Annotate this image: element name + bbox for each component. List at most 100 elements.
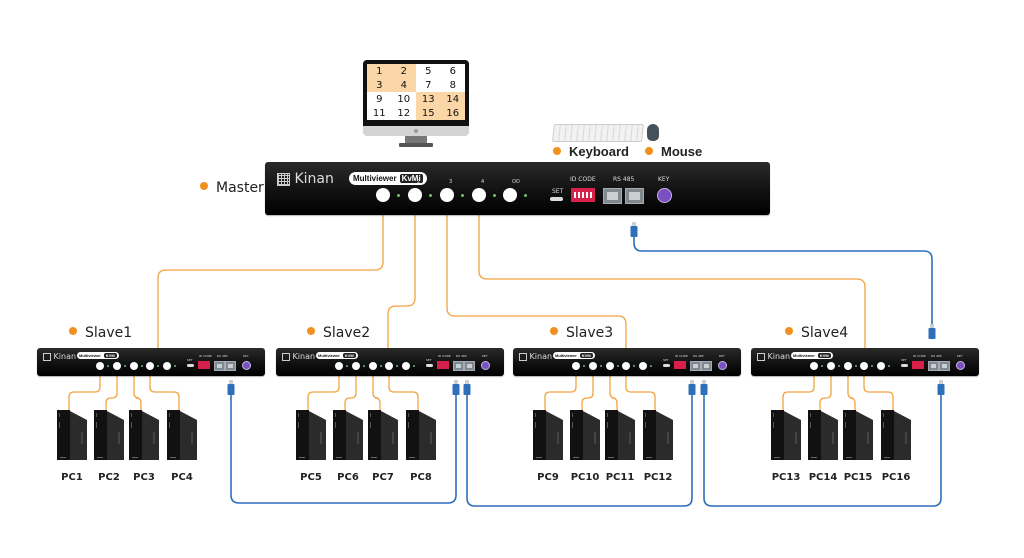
slave-video-port-1[interactable]	[810, 362, 818, 370]
master-video-port-5[interactable]	[503, 188, 517, 202]
status-led	[633, 365, 635, 367]
slave-id-code-switch[interactable]	[437, 361, 449, 369]
slave-rs485-port-1[interactable]	[214, 361, 225, 371]
master-key-port[interactable]	[657, 188, 672, 203]
video-cable-slave-pc	[847, 370, 856, 412]
slave-video-port-4[interactable]	[860, 362, 868, 370]
slave-video-port-4[interactable]	[146, 362, 154, 370]
slave-set-button[interactable]	[901, 364, 908, 367]
master-rs485-label: RS 485	[613, 176, 635, 183]
slave-video-port-1[interactable]	[572, 362, 580, 370]
pc-tower-icon	[333, 410, 363, 462]
pc-label: PC9	[537, 472, 559, 483]
slave-rs485-port-2[interactable]	[225, 361, 236, 371]
slave-video-port-2[interactable]	[827, 362, 835, 370]
master-video-port-1[interactable]	[376, 188, 390, 202]
master-id-code-switch[interactable]	[571, 188, 595, 202]
slave-rs485-port-2[interactable]	[464, 361, 475, 371]
slave-video-port-5[interactable]	[163, 362, 171, 370]
master-set-label: SET	[552, 188, 564, 195]
pc-label: PC13	[771, 472, 801, 483]
pc-label: PC5	[300, 472, 322, 483]
status-led	[346, 365, 348, 367]
monitor-cell: 6	[449, 65, 456, 77]
status-led	[600, 365, 602, 367]
slave-model-text: Multiviewer	[79, 353, 101, 358]
slave-video-port-2[interactable]	[589, 362, 597, 370]
slave-video-port-5[interactable]	[877, 362, 885, 370]
slave-set-button[interactable]	[187, 364, 194, 367]
mouse-icon	[647, 124, 659, 141]
monitor-cell: 12	[397, 107, 411, 119]
slave-set-label: SET	[426, 358, 432, 362]
master-model-badge: KvMi	[399, 174, 423, 183]
slave-brand-logo: Kinan	[757, 352, 790, 361]
master-set-button[interactable]	[550, 197, 563, 201]
monitor-cell: 15	[416, 106, 441, 120]
slave-model-badge: KVM	[342, 353, 356, 358]
master-label-row: Master	[200, 180, 264, 196]
slave-set-button[interactable]	[663, 364, 670, 367]
pc-tower-icon	[605, 410, 635, 462]
monitor-cell: 2	[391, 64, 416, 78]
video-cable-slave-pc	[307, 370, 340, 412]
slave-key-port[interactable]	[242, 361, 251, 370]
slave-video-port-1[interactable]	[96, 362, 104, 370]
pc-tower-icon	[57, 410, 87, 462]
slave-video-port-3[interactable]	[369, 362, 377, 370]
video-cable-slave-pc	[68, 370, 101, 412]
video-cable-slave-pc	[388, 370, 419, 412]
pc-tower-icon	[406, 410, 436, 462]
slave-id-code-switch[interactable]	[198, 361, 210, 369]
slave-rs485-label: RS 485	[217, 354, 228, 358]
slave-video-port-3[interactable]	[130, 362, 138, 370]
slave-video-port-2[interactable]	[352, 362, 360, 370]
slave-rs485-port-1[interactable]	[690, 361, 701, 371]
slave-rs485-port-1[interactable]	[453, 361, 464, 371]
mouse-label: Mouse	[661, 144, 703, 159]
rj45-plug-icon	[463, 380, 471, 395]
slave-rs485-port-1[interactable]	[928, 361, 939, 371]
slave-set-button[interactable]	[426, 364, 433, 367]
slave-video-port-3[interactable]	[844, 362, 852, 370]
slave-label-row: Slave1	[69, 325, 132, 341]
bullet-dot	[69, 327, 77, 335]
slave-video-port-1[interactable]	[335, 362, 343, 370]
slave-video-port-4[interactable]	[385, 362, 393, 370]
slave-rs485-port-2[interactable]	[939, 361, 950, 371]
slave-video-port-3[interactable]	[606, 362, 614, 370]
slave-model-badge: KVM	[579, 353, 593, 358]
pc-tower-icon	[94, 410, 124, 462]
status-led	[838, 365, 840, 367]
slave-key-port[interactable]	[718, 361, 727, 370]
master-video-port-4[interactable]	[472, 188, 486, 202]
status-led	[413, 365, 415, 367]
slave-brand-name: Kinan	[292, 352, 316, 361]
slave-id-code-switch[interactable]	[912, 361, 924, 369]
master-rs485-port-2[interactable]	[625, 188, 644, 204]
master-port-label: 2	[417, 179, 421, 185]
status-led	[493, 194, 496, 197]
slave-key-port[interactable]	[481, 361, 490, 370]
master-rs485-port-1[interactable]	[603, 188, 622, 204]
slave-video-port-2[interactable]	[113, 362, 121, 370]
slave-video-port-4[interactable]	[622, 362, 630, 370]
master-video-port-3[interactable]	[440, 188, 454, 202]
slave-id-code-switch[interactable]	[674, 361, 686, 369]
slave-rs485-port-2[interactable]	[701, 361, 712, 371]
slave-key-port[interactable]	[956, 361, 965, 370]
video-cable-slave-pc	[819, 370, 832, 412]
master-video-port-2[interactable]	[408, 188, 422, 202]
rj45-plug-icon	[700, 380, 708, 395]
slave-key-label: KEY	[482, 354, 488, 358]
slave-label-row: Slave4	[785, 325, 848, 341]
status-led	[855, 365, 857, 367]
pc-tower-icon	[129, 410, 159, 462]
pc-label: PC2	[98, 472, 120, 483]
slave-model-text: Multiviewer	[555, 353, 577, 358]
slave-video-port-5[interactable]	[402, 362, 410, 370]
slave-video-port-5[interactable]	[639, 362, 647, 370]
